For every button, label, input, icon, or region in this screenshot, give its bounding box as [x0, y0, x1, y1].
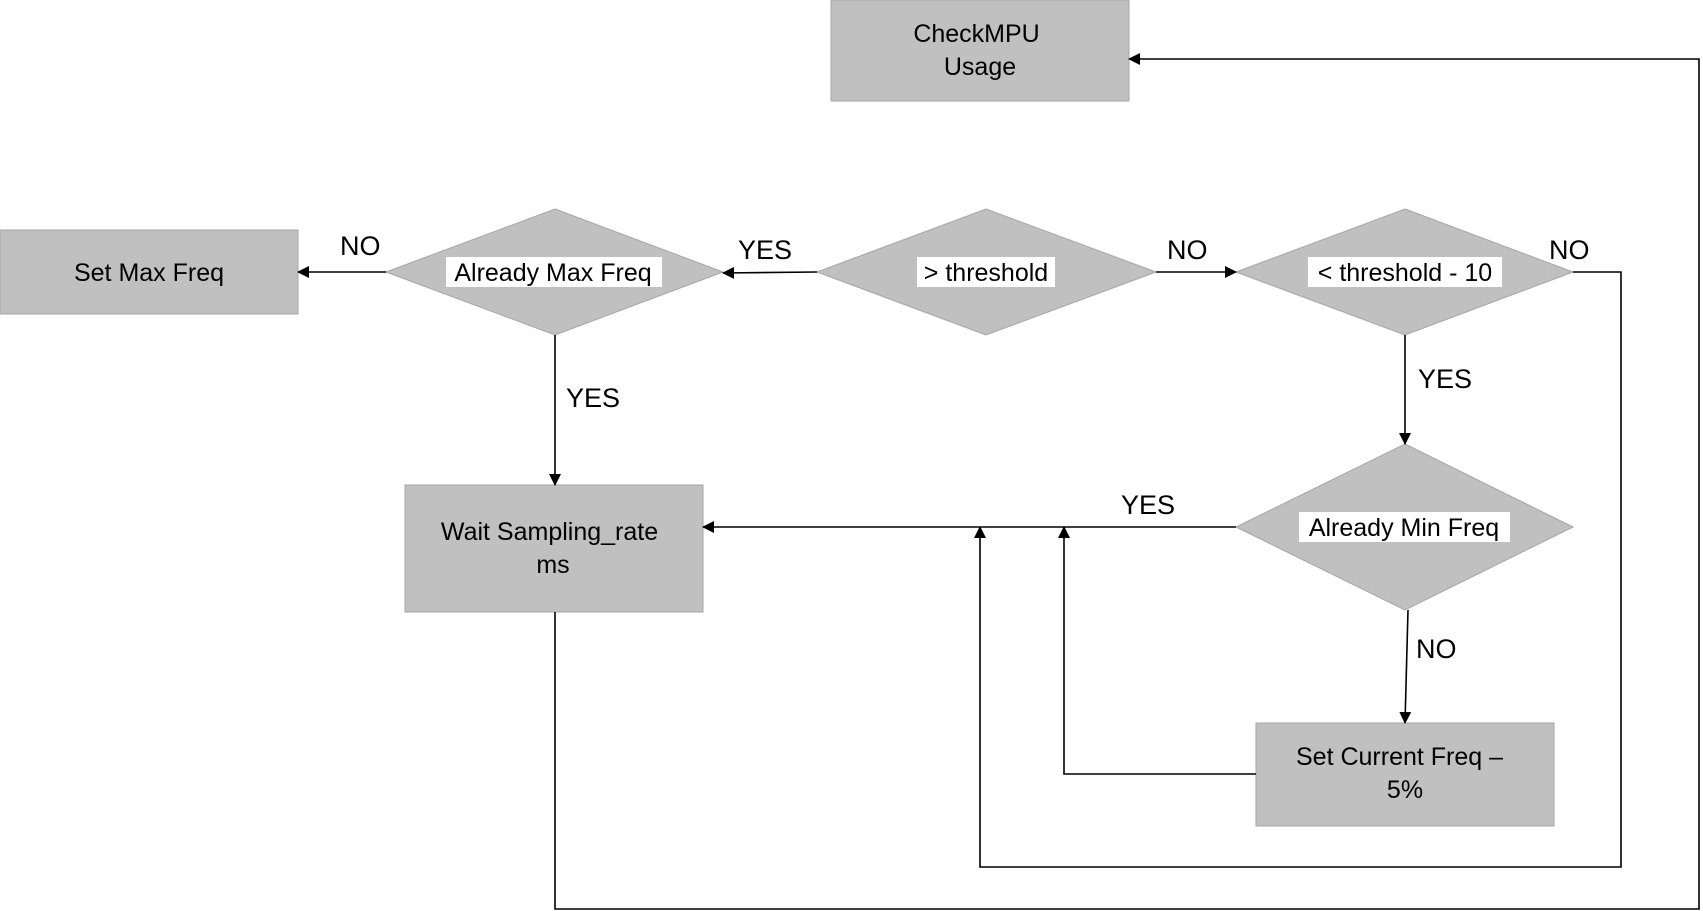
edge-label-lt-no: NO	[1549, 235, 1590, 265]
already-max-freq-label: Already Max Freq	[454, 259, 651, 287]
edge-label-lt-yes: YES	[1418, 364, 1472, 394]
edge-label-min-yes: YES	[1121, 490, 1175, 520]
set-current-freq-box	[1255, 722, 1555, 827]
wait-sampling-line-2: ms	[536, 551, 569, 579]
wait-sampling-line-1: Wait Sampling_rate	[441, 518, 658, 546]
already-min-freq-label: Already Min Freq	[1309, 514, 1499, 542]
lt-threshold-label: < threshold - 10	[1318, 259, 1492, 287]
set-max-freq-label: Set Max Freq	[74, 259, 224, 287]
set-max-freq-box	[0, 229, 299, 315]
wait-sampling-label: Wait Sampling_rate ms	[441, 518, 665, 579]
set-current-freq-label: Set Current Freq – 5%	[1296, 743, 1510, 804]
check-mpu-label: CheckMPU Usage	[913, 20, 1046, 81]
check-mpu-line-2: Usage	[944, 53, 1016, 81]
edge-set-to-wait	[1058, 526, 1256, 775]
set-current-line-2: 5%	[1387, 776, 1423, 804]
edge-label-gt-yes: YES	[738, 235, 792, 265]
edge-label-max-no: NO	[340, 231, 381, 261]
set-current-line-1: Set Current Freq –	[1296, 743, 1503, 771]
wait-sampling-box	[404, 484, 704, 613]
gt-threshold-label: > threshold	[924, 259, 1048, 287]
edge-min-to-set	[1399, 609, 1412, 724]
check-mpu-box	[830, 0, 1130, 102]
edge-label-gt-no: NO	[1167, 235, 1208, 265]
edge-label-max-yes: YES	[566, 383, 620, 413]
edge-label-min-no: NO	[1416, 634, 1457, 664]
check-mpu-line-1: CheckMPU	[913, 20, 1039, 48]
edge-lt-loop	[974, 271, 1622, 868]
edge-wait-to-check	[554, 53, 1700, 910]
edge-gt-to-max	[722, 266, 818, 279]
